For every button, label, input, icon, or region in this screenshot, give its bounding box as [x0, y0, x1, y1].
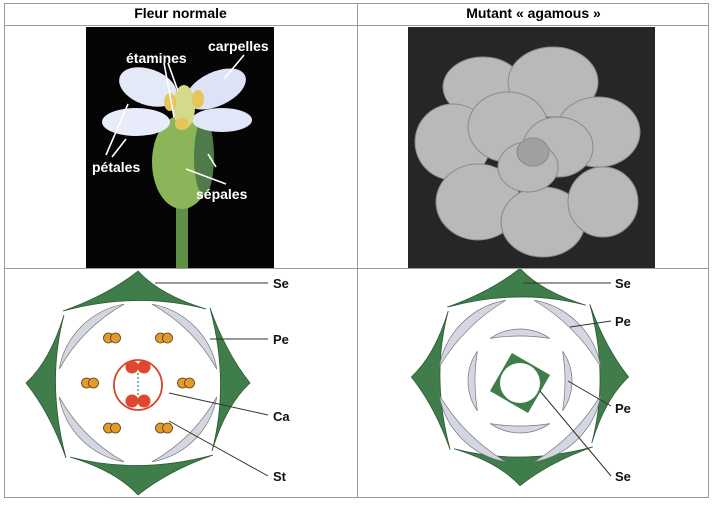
pistil	[173, 85, 195, 129]
label-se-inner: Se	[615, 469, 631, 484]
petal	[438, 395, 506, 463]
comparison-table	[4, 3, 709, 498]
label-se-outer: Se	[615, 276, 631, 291]
petal	[192, 108, 252, 132]
petal	[151, 303, 218, 370]
sepal	[453, 446, 593, 487]
petal	[489, 423, 551, 434]
label-pe-inner: Pe	[615, 401, 631, 416]
stamen	[81, 377, 99, 389]
petal	[151, 396, 218, 463]
sepal	[62, 270, 207, 312]
label-ca: Ca	[273, 409, 290, 424]
label-pe-outer: Pe	[615, 314, 631, 329]
sepal	[25, 314, 67, 459]
stamen	[103, 422, 121, 434]
petal	[58, 396, 125, 463]
table-divider	[4, 268, 709, 269]
sepal	[447, 269, 587, 308]
petal	[438, 299, 506, 367]
carpel	[113, 359, 163, 411]
label-petals: pétales	[92, 159, 140, 175]
sepal	[410, 310, 451, 450]
label-se: Se	[273, 276, 289, 291]
petal	[489, 328, 551, 339]
stamen	[103, 332, 121, 344]
stamen	[155, 422, 173, 434]
petal	[119, 67, 177, 107]
petal	[534, 395, 602, 463]
petal	[562, 350, 573, 412]
normal-floral-diagram: Se Pe Ca St	[25, 270, 290, 496]
label-carpels: carpelles	[208, 38, 269, 54]
table-divider	[357, 3, 358, 498]
stamen	[155, 332, 173, 344]
label-pe: Pe	[273, 332, 289, 347]
label-st: St	[273, 469, 287, 484]
sepal	[209, 307, 251, 452]
petal	[102, 108, 170, 136]
sepal	[69, 454, 214, 496]
table-divider	[4, 25, 709, 26]
agamous-flower-photo	[408, 27, 655, 268]
inner-sepal	[489, 352, 551, 414]
stamen	[177, 377, 195, 389]
header-agamous-mutant: Mutant « agamous »	[466, 5, 601, 21]
normal-flower-photo: carpelles étamines pétales sépales	[86, 27, 274, 268]
label-stamens: étamines	[126, 50, 187, 66]
label-sepals: sépales	[196, 186, 248, 202]
header-normal-flower: Fleur normale	[134, 5, 227, 21]
petal	[534, 299, 602, 367]
agamous-floral-diagram: Se Pe Pe Se	[410, 269, 631, 487]
petal	[467, 350, 478, 412]
petal	[58, 303, 125, 370]
